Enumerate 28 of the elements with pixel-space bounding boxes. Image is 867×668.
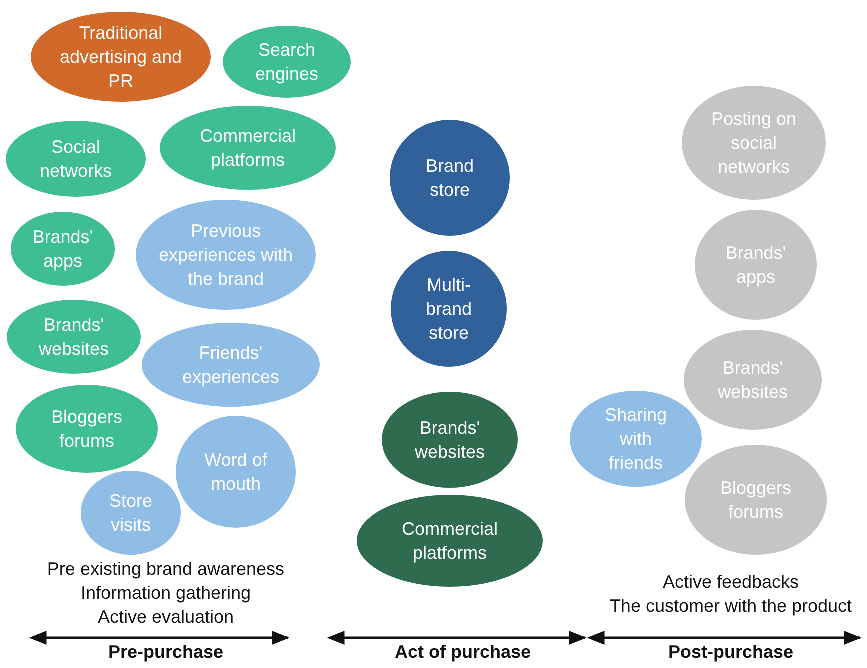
node-text: Word of mouth: [204, 449, 268, 496]
node-text: Traditional advertising and PR: [58, 22, 184, 93]
node-text: Social networks: [38, 136, 114, 183]
node-text: Bloggers forums: [50, 406, 124, 453]
node-text: Commercial platforms: [400, 518, 499, 565]
stage-note: The customer with the product: [610, 595, 852, 617]
phase-label: Pre-purchase: [108, 641, 224, 663]
node-text: Multi-brand store: [424, 274, 474, 345]
node-text: Brands' websites: [38, 314, 110, 361]
node-text: Previous experiences with the brand: [158, 220, 294, 291]
stage-note: Pre existing brand awareness: [47, 558, 285, 580]
node-text: Posting on social networks: [710, 108, 798, 179]
node-text: Brands' apps: [724, 242, 788, 289]
node-text: Store visits: [108, 490, 154, 537]
node-text: Brands' websites: [414, 417, 486, 464]
stage-note: Active evaluation: [98, 606, 234, 628]
node-text: Commercial platforms: [198, 125, 297, 172]
node-text: Sharing with friends: [604, 404, 668, 475]
stage-note: Information gathering: [80, 582, 252, 604]
node-text: Brand store: [424, 155, 476, 202]
phase-label: Act of purchase: [394, 641, 532, 663]
node-text: Brands' apps: [32, 226, 94, 273]
node-text: Brands' websites: [716, 357, 790, 404]
phase-label: Post-purchase: [668, 641, 794, 663]
node-text: Search engines: [254, 39, 320, 86]
stage-note: Active feedbacks: [662, 571, 800, 593]
node-text: Bloggers forums: [719, 477, 793, 524]
node-text: Friends' experiences: [181, 342, 281, 389]
